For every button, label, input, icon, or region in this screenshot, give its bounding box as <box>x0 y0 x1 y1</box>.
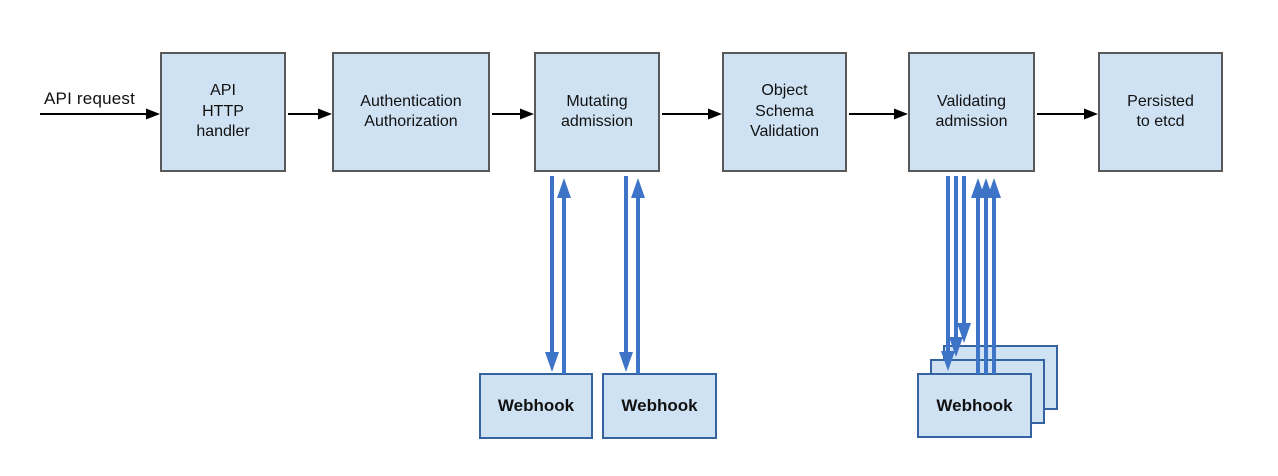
validating-down-arrow-2 <box>949 176 963 357</box>
node-label: Validating admission <box>935 92 1008 130</box>
node-label: Object Schema Validation <box>749 82 820 141</box>
node-label: Authentication Authorization <box>360 92 462 130</box>
mutating-webhook2-down-arrow <box>619 176 633 372</box>
validating-webhook-stack-front: Webhook <box>917 373 1032 438</box>
node-label: API HTTP handler <box>196 82 250 141</box>
mutating-webhook2-up-arrow <box>631 178 645 374</box>
node-persisted-to-etcd: Persisted to etcd <box>1098 52 1223 172</box>
webhook-label: Webhook <box>621 396 698 415</box>
node-validating-admission: Validating admission <box>908 52 1035 172</box>
webhook-label: Webhook <box>936 395 1013 415</box>
node-label: Mutating admission <box>560 92 634 130</box>
node-api-http-handler: API HTTP handler <box>160 52 286 172</box>
entry-arrow <box>40 108 160 120</box>
flow-arrow-5 <box>1037 108 1098 120</box>
flow-arrow-2 <box>492 108 534 120</box>
validating-down-arrow-1 <box>941 176 955 371</box>
flow-arrow-4 <box>849 108 908 120</box>
webhook-label: Webhook <box>497 396 575 415</box>
mutating-webhook-box-2: Webhook <box>602 373 717 439</box>
flow-arrow-3 <box>662 108 722 120</box>
mutating-webhook1-down-arrow <box>545 176 559 372</box>
entry-label: API request <box>44 89 136 108</box>
validating-down-arrow-3 <box>957 176 971 343</box>
mutating-webhook1-up-arrow <box>557 178 571 374</box>
mutating-webhook-box-1: Webhook <box>479 373 593 439</box>
flow-arrow-1 <box>288 108 332 120</box>
node-authentication-authorization: Authentication Authorization <box>332 52 490 172</box>
node-mutating-admission: Mutating admission <box>534 52 660 172</box>
node-object-schema-validation: Object Schema Validation <box>722 52 847 172</box>
node-label: Persisted to etcd <box>1127 92 1194 130</box>
